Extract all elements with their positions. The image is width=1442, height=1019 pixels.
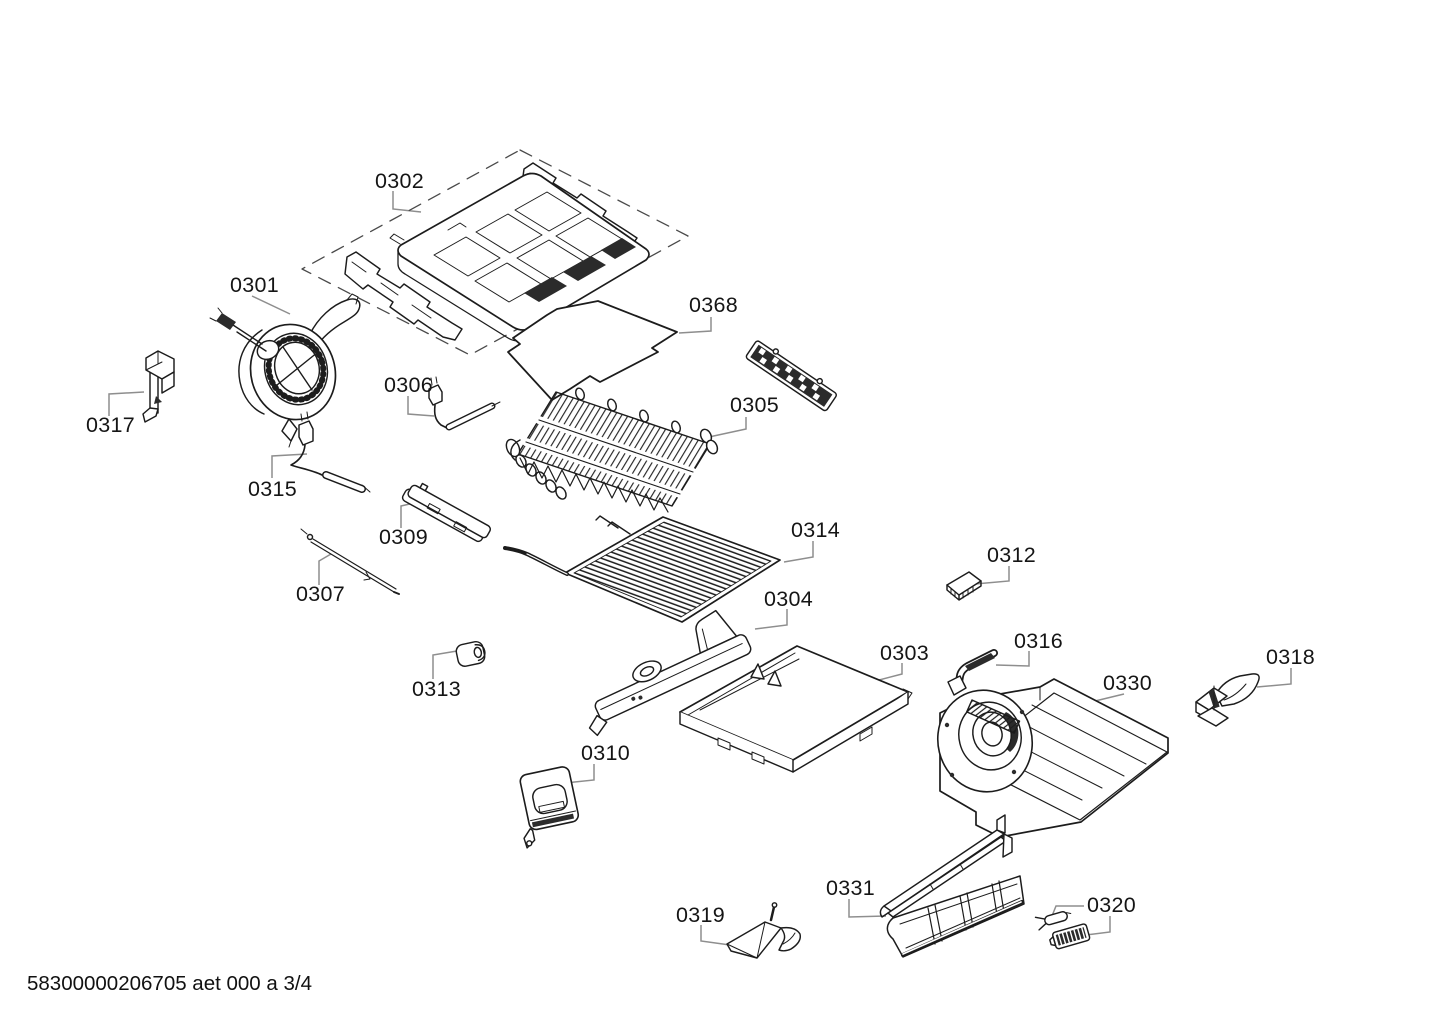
leader-0310: [564, 764, 595, 784]
leader-0306: [407, 396, 435, 417]
part-0305-evaporator: [505, 340, 837, 513]
fan-mount-arm: [309, 298, 361, 348]
cover-vent-slot: [524, 277, 567, 302]
leader-0318: [1256, 668, 1292, 688]
part-label-0320: 0320: [1087, 893, 1136, 917]
leader-0314: [783, 541, 814, 563]
heater-plate-coils: [573, 521, 772, 618]
part-label-0319: 0319: [676, 903, 725, 927]
part-0314-heater-plate: [503, 515, 781, 623]
cover-vent-slot: [601, 238, 636, 259]
part-0301-fan-assembly: [209, 293, 361, 448]
frame-floor: [886, 875, 1025, 958]
part-0312-pad: [946, 571, 982, 601]
part-label-0315: 0315: [248, 477, 297, 501]
leader-0302: [392, 191, 422, 213]
part-label-0312: 0312: [987, 543, 1036, 567]
part-label-0310: 0310: [581, 741, 630, 765]
part-label-0309: 0309: [379, 525, 428, 549]
leader-0305: [708, 417, 747, 438]
probe-connector: [428, 384, 443, 406]
part-label-0306: 0306: [384, 373, 433, 397]
leader-0368: [678, 317, 712, 334]
leader-0312: [974, 566, 1010, 585]
leader-0317: [108, 391, 145, 416]
part-0304-air-duct: [588, 609, 752, 737]
part-0310-cover-flap: [519, 766, 580, 849]
part-label-0304: 0304: [764, 587, 813, 611]
cable-connector: [298, 420, 314, 446]
fan-spokes: [276, 346, 319, 391]
part-label-0307: 0307: [296, 582, 345, 606]
leader-0307: [318, 553, 332, 585]
leader-0304: [754, 609, 788, 630]
part-0307-capillary-tube: [300, 528, 400, 595]
cover-vent-slot: [563, 256, 606, 281]
assembly-boundary-dashed: [301, 149, 689, 356]
leader-0320-pin: [1051, 905, 1084, 917]
leader-0315: [271, 453, 308, 478]
fan-cable-connector: [216, 313, 236, 330]
leader-0320-block: [1085, 916, 1111, 936]
cover-body: [397, 172, 650, 331]
part-0309-support-rail: [401, 482, 492, 543]
part-0315-sensor-cable: [290, 411, 371, 493]
part-0330-fan-base-assembly: [936, 678, 1169, 838]
part-label-0305: 0305: [730, 393, 779, 417]
part-label-0317: 0317: [86, 413, 135, 437]
part-label-0303: 0303: [880, 641, 929, 665]
part-label-0302: 0302: [375, 169, 424, 193]
fan-bottom-tab: [281, 418, 298, 442]
cover-trim-strip-left: [344, 251, 463, 341]
part-0306-sensor-probe: [428, 376, 501, 431]
probe-wire: [433, 404, 448, 429]
leader-0316: [995, 651, 1030, 667]
part-0320-fuse-and-clip: [1034, 911, 1091, 950]
part-label-0316: 0316: [1014, 629, 1063, 653]
cable-wire: [290, 444, 323, 476]
leader-0301: [251, 295, 291, 315]
leader-0319: [700, 925, 731, 946]
part-label-0331: 0331: [826, 876, 875, 900]
part-label-0301: 0301: [230, 273, 279, 297]
leader-0331: [848, 899, 887, 918]
part-0331-bottom-frame: [879, 814, 1025, 958]
evaporator-bottom-fins: [519, 457, 669, 513]
part-label-0314: 0314: [791, 518, 840, 542]
fan-motor-shaft: [232, 324, 267, 352]
fan-motor-hub: [256, 339, 280, 361]
part-0319-support-wedge: [726, 902, 802, 959]
part-labels: 0302 0301 0317 0315 0306 0368 0305 0309 …: [86, 169, 1315, 927]
heater-terminal-strip: [745, 340, 837, 412]
leader-lines: [108, 191, 1292, 946]
blower-vent-grille: [965, 699, 1021, 734]
ribbed-clip-block: [1049, 923, 1091, 950]
part-0302-top-cover-panel: [301, 149, 689, 356]
part-label-0330: 0330: [1103, 671, 1152, 695]
leader-0313: [432, 650, 458, 679]
part-label-0318: 0318: [1266, 645, 1315, 669]
fan-tick-ring: [265, 335, 327, 403]
part-0316-handle-bracket: [947, 649, 998, 696]
part-0317-mounting-clip: [142, 350, 175, 423]
fuse-pin: [1034, 911, 1072, 931]
part-label-0313: 0313: [412, 677, 461, 701]
shelf-clips: [750, 663, 782, 687]
part-0303-shelf: [679, 645, 913, 773]
part-label-0368: 0368: [689, 293, 738, 317]
part-0313-bushing: [455, 640, 486, 667]
part-0318-corner-bracket: [1195, 673, 1260, 727]
document-code: 58300000206705 aet 000 a 3/4: [27, 972, 312, 995]
